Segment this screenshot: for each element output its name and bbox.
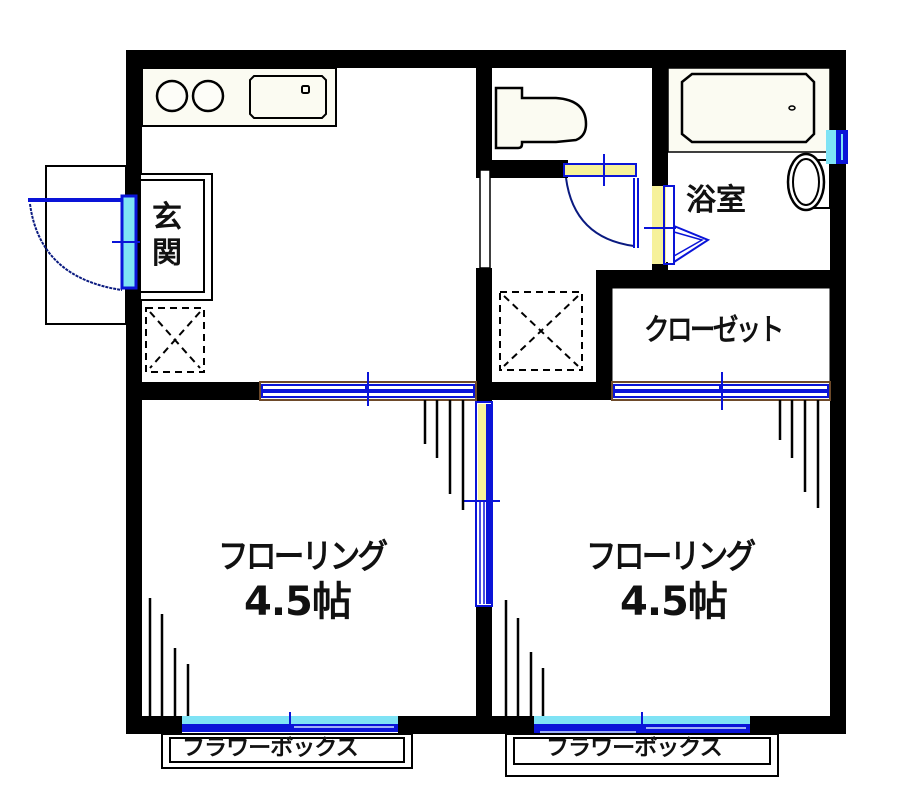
flower-box-east bbox=[505, 733, 779, 777]
toilet-icon bbox=[494, 86, 588, 150]
bath-door-icon bbox=[644, 185, 711, 265]
sink-icon bbox=[249, 75, 327, 119]
entrance-label: 玄関 bbox=[152, 200, 182, 271]
room-east-size: 4.5帖 bbox=[620, 579, 728, 625]
kitchen-counter bbox=[141, 67, 337, 127]
sliding-door-west-icon bbox=[259, 372, 477, 406]
stove-burner-icon bbox=[155, 79, 189, 113]
room-west-size: 4.5帖 bbox=[244, 579, 352, 625]
walls bbox=[126, 50, 846, 734]
entrance-door-icon bbox=[28, 194, 140, 291]
wall-marks bbox=[148, 400, 820, 716]
closet-door-icon bbox=[611, 372, 831, 410]
flower-box-west bbox=[161, 733, 413, 769]
room-west-label: フローリング bbox=[218, 537, 388, 577]
stove-burner-icon bbox=[191, 79, 225, 113]
closet bbox=[611, 287, 831, 383]
toilet-door-icon bbox=[563, 154, 639, 248]
sliding-door-between-rooms-icon bbox=[464, 401, 500, 607]
bathtub-icon bbox=[680, 72, 816, 144]
closet-label: クローゼット bbox=[644, 313, 784, 348]
laundry-space-icon bbox=[499, 291, 583, 371]
bath-window-icon bbox=[826, 130, 848, 164]
window-east-icon bbox=[534, 712, 750, 734]
flower-box-west-label: フラワーボックス bbox=[182, 736, 359, 761]
flower-box-east-label: フラワーボックス bbox=[546, 736, 723, 761]
laundry-space-icon bbox=[145, 307, 205, 373]
bathroom-label: 浴室 bbox=[686, 183, 746, 218]
bathroom bbox=[667, 67, 831, 212]
entrance-porch bbox=[45, 165, 127, 325]
entrance bbox=[139, 173, 213, 301]
hall-panel bbox=[479, 169, 491, 269]
room-east-label: フローリング bbox=[586, 537, 756, 577]
window-west-icon bbox=[182, 712, 398, 732]
